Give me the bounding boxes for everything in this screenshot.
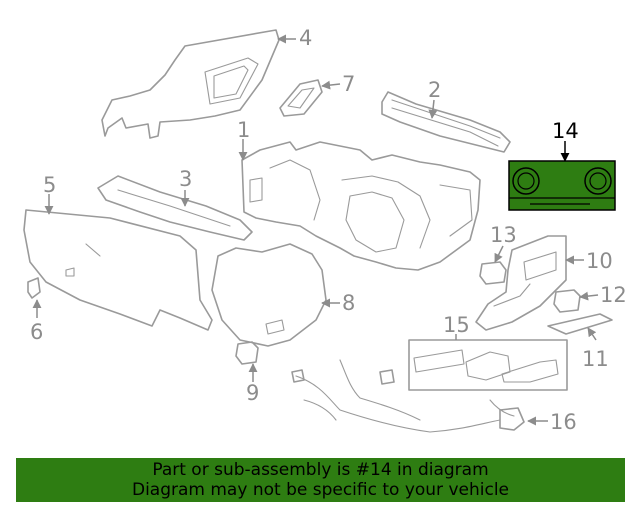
callout-2: 2 bbox=[428, 78, 441, 102]
callout-12: 12 bbox=[600, 283, 627, 307]
part-3-trim-strip bbox=[97, 175, 253, 241]
callout-6: 6 bbox=[30, 320, 43, 344]
callout-10: 10 bbox=[586, 249, 613, 273]
callout-4: 4 bbox=[299, 26, 312, 50]
part-15-kit bbox=[408, 339, 568, 391]
callout-1: 1 bbox=[237, 118, 250, 142]
part-1-console-body bbox=[241, 141, 481, 271]
part-9-bracket bbox=[235, 341, 259, 365]
parts-diagram: 1 2 3 4 5 6 7 8 9 10 11 12 13 14 15 16 bbox=[23, 26, 627, 434]
part-14-control-module bbox=[508, 160, 616, 211]
part-8-side-panel bbox=[211, 243, 327, 347]
notice-line-1: Part or sub-assembly is #14 in diagram bbox=[152, 460, 489, 480]
part-4-trim-panel bbox=[101, 29, 280, 139]
callout-5: 5 bbox=[43, 173, 56, 197]
callout-15: 15 bbox=[443, 313, 470, 337]
part-12-connector bbox=[553, 289, 581, 313]
callout-7: 7 bbox=[342, 72, 355, 96]
part-6-clip bbox=[27, 277, 41, 299]
callout-13: 13 bbox=[490, 223, 517, 247]
callout-3: 3 bbox=[179, 167, 192, 191]
part-11-mat bbox=[547, 313, 613, 335]
callout-11: 11 bbox=[582, 347, 609, 371]
part-2-rail bbox=[381, 91, 511, 153]
callout-9: 9 bbox=[246, 381, 259, 405]
callout-8: 8 bbox=[342, 291, 355, 315]
callout-14: 14 bbox=[552, 119, 579, 143]
callout-16: 16 bbox=[550, 410, 577, 434]
part-5-side-panel bbox=[23, 209, 213, 331]
part-16-harness bbox=[291, 359, 525, 433]
notice-line-2: Diagram may not be specific to your vehi… bbox=[131, 480, 509, 500]
notice-banner: Part or sub-assembly is #14 in diagram D… bbox=[16, 458, 625, 502]
part-10-bezel bbox=[475, 235, 567, 331]
part-7-cover bbox=[279, 79, 323, 117]
part-13-switch bbox=[479, 261, 507, 285]
